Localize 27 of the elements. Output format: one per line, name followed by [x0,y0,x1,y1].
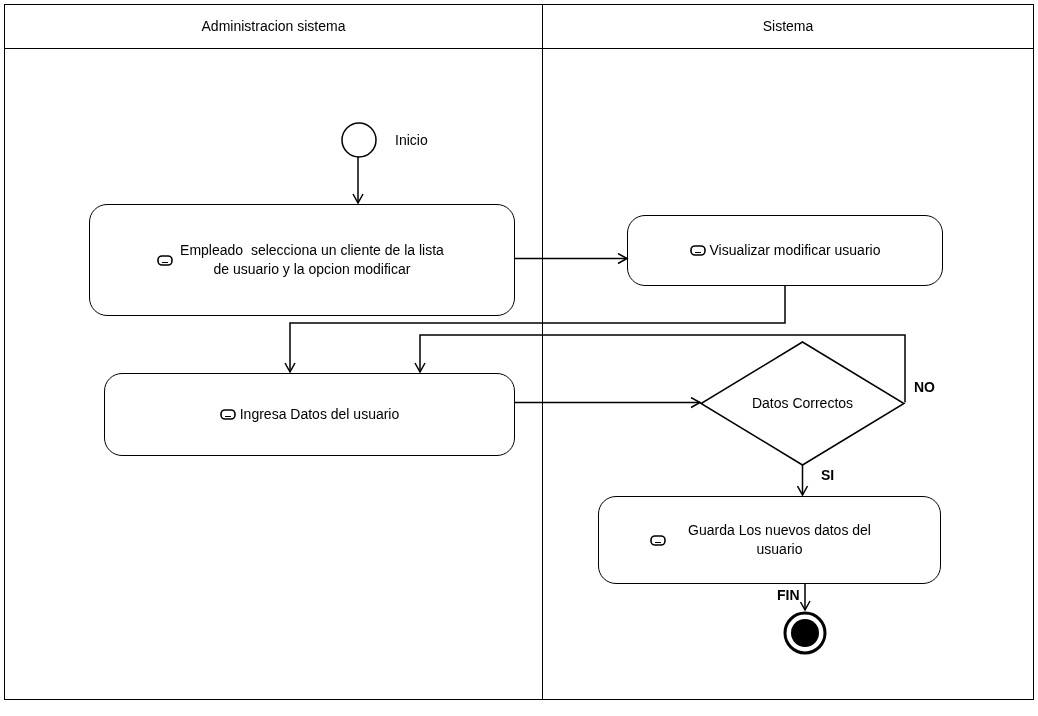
end-node [783,611,827,655]
action-box [627,215,943,286]
arrow [796,464,809,496]
arrow [513,396,701,409]
swimlane [543,4,1034,700]
node-caption: Inicio [395,131,428,150]
lane-title: Sistema [762,17,814,36]
arrow [352,156,364,204]
decision-label: Datos Correctos [751,394,854,413]
decision-diamond [700,341,905,466]
arrow [414,334,906,404]
action-label: Empleado selecciona un cliente de la lista de usuario y la opcion modificar [179,241,445,279]
start-node [341,122,377,158]
action-box [104,373,515,456]
action-label: Ingresa Datos del usuario [239,405,400,424]
action-box [89,204,515,316]
swimlane [4,4,543,700]
lane-title: Administracion sistema [201,17,346,36]
arrow [513,252,628,265]
edge-label: NO [913,380,936,394]
action-label: Visualizar modificar usuario [709,241,881,260]
arrow [799,582,811,611]
arrow [284,284,786,373]
edge-label: SI [820,468,836,482]
edge-label: FIN [776,588,801,602]
action-box [598,496,941,584]
action-label: Guarda Los nuevos datos del usuario [687,521,872,559]
